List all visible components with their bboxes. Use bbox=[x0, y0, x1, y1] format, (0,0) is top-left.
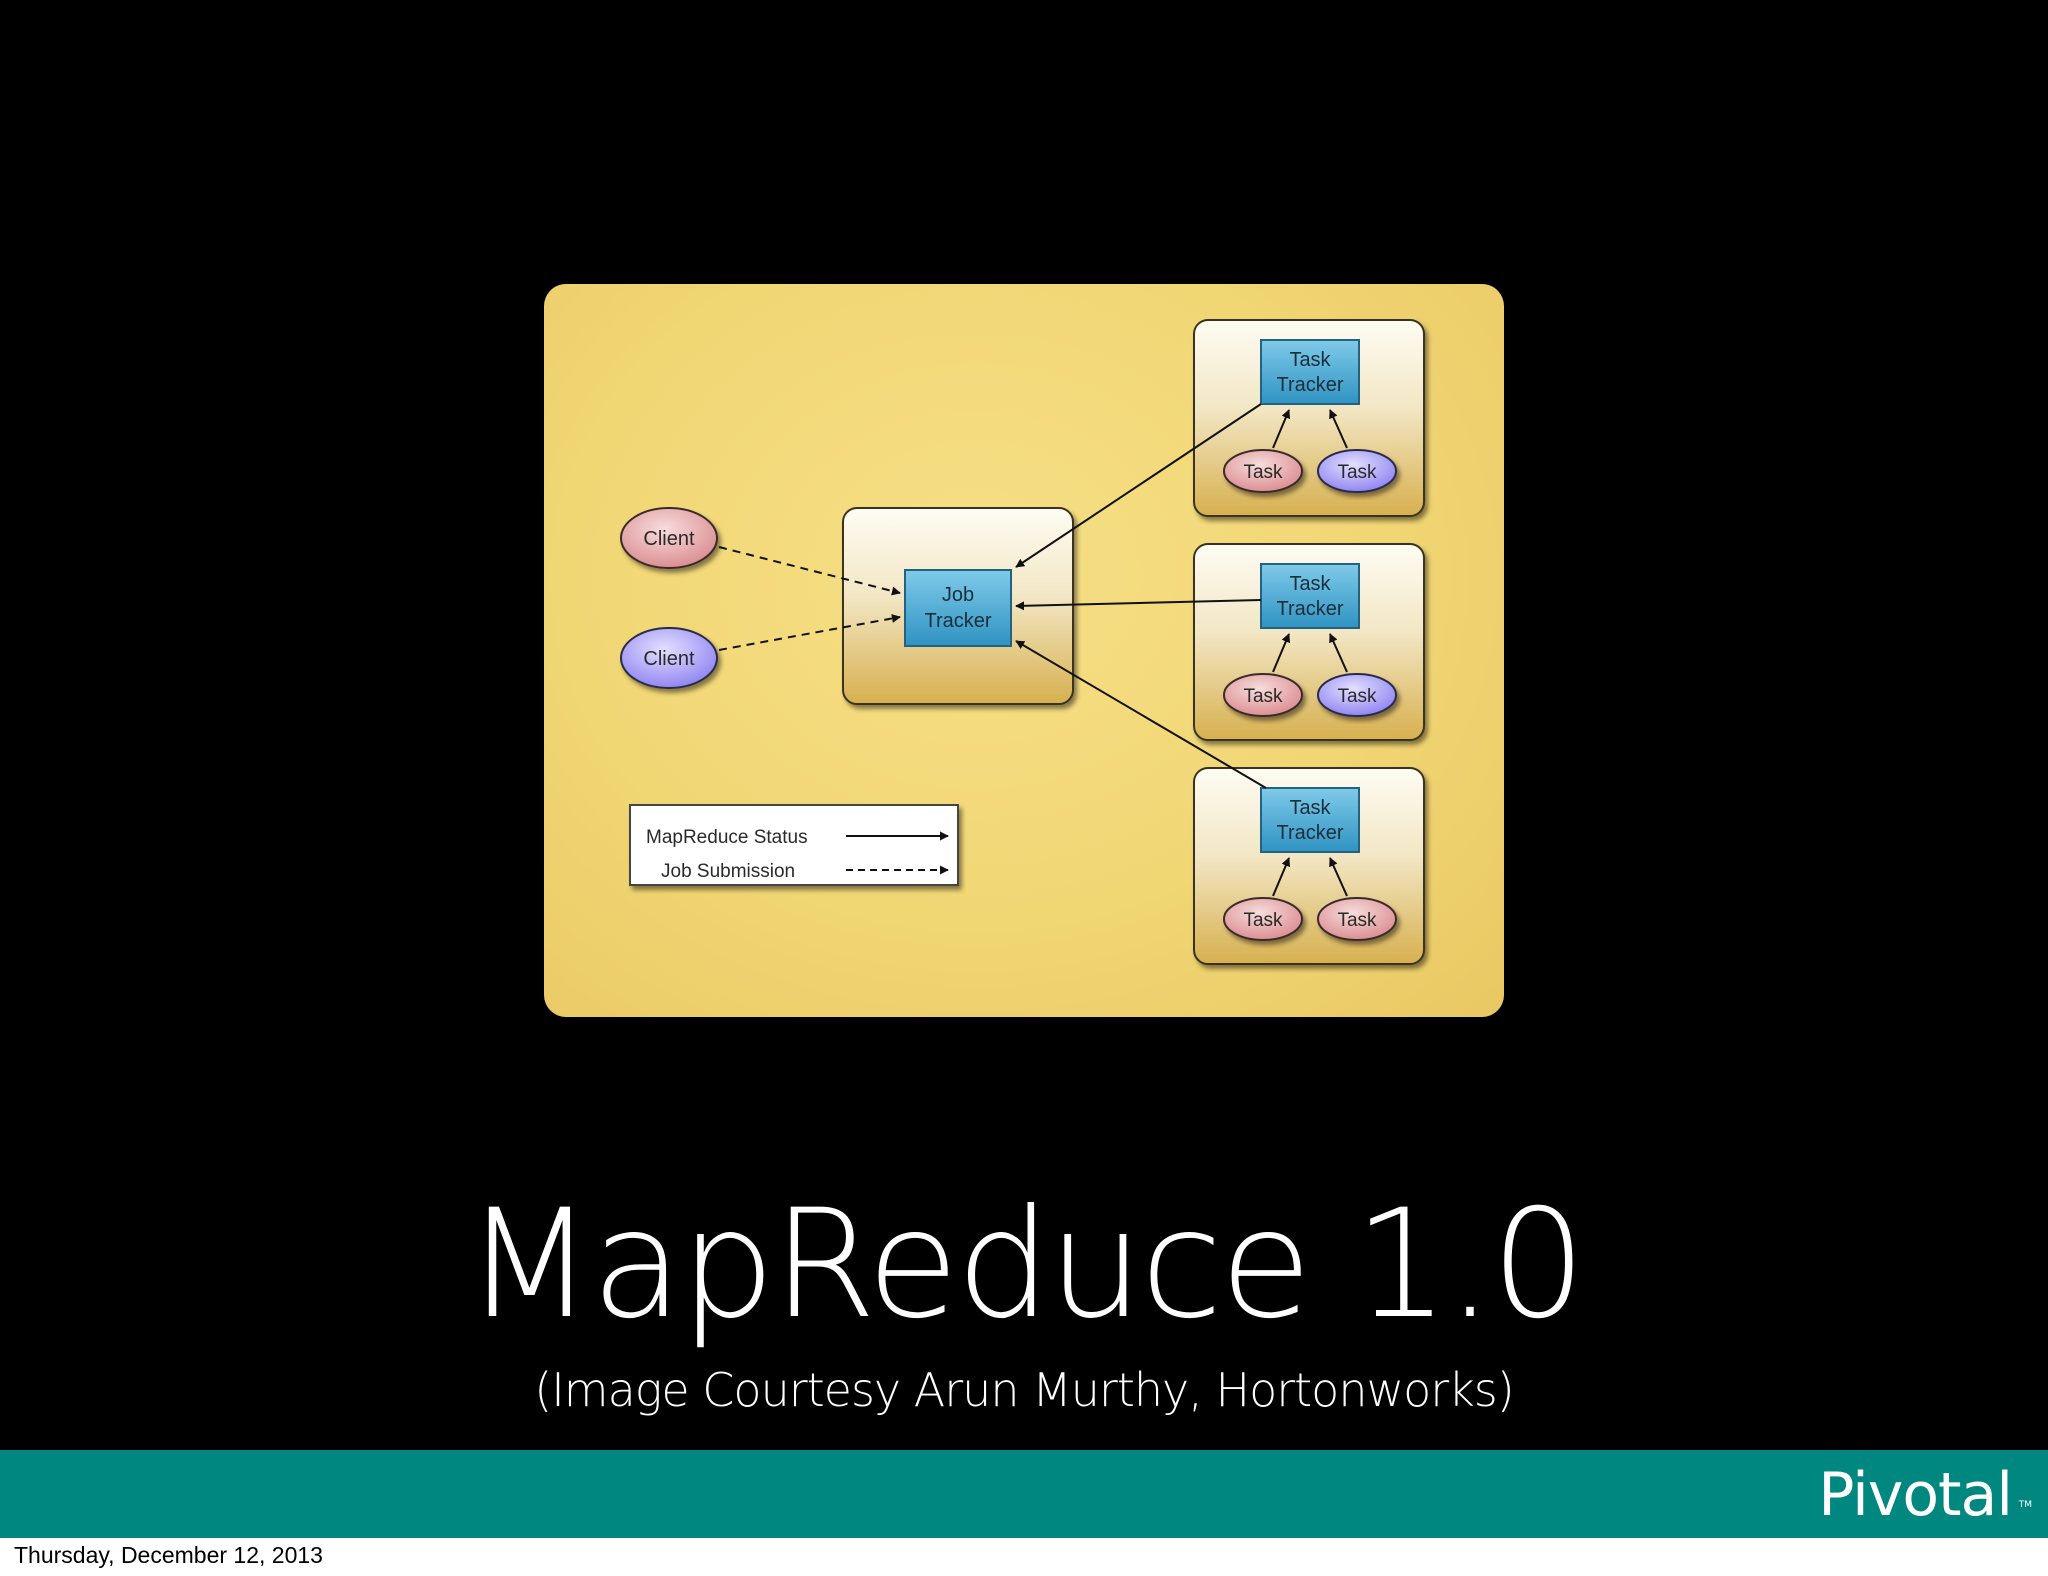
client-2-label: Client bbox=[643, 648, 695, 670]
legend-box bbox=[629, 804, 959, 886]
status-arrow-tracker-1 bbox=[1015, 403, 1262, 568]
task-3a-label: Task bbox=[1243, 910, 1283, 931]
pivotal-logo: Pivotal bbox=[1818, 1460, 2013, 1530]
task-tracker-box-1 bbox=[1260, 339, 1360, 405]
arrow-task-1b-to-tracker bbox=[1329, 409, 1348, 449]
task-tracker-3-label-line2: Tracker bbox=[1276, 822, 1343, 844]
client-1-label: Client bbox=[643, 528, 695, 550]
footer-brand-bar: Pivotal TM bbox=[0, 1450, 2048, 1538]
submission-arrow-client-2 bbox=[718, 614, 901, 651]
status-arrow-tracker-3 bbox=[1015, 640, 1267, 789]
slide-subtitle: (Image Courtesy Arun Murthy, Hortonworks… bbox=[534, 1363, 1514, 1417]
arrow-task-3b-to-tracker bbox=[1329, 857, 1348, 897]
task-1a-label: Task bbox=[1243, 462, 1283, 483]
task-tracker-1-label-line1: Task bbox=[1289, 349, 1331, 371]
task-node-1a bbox=[1223, 449, 1303, 493]
task-node-2b bbox=[1317, 673, 1397, 717]
footer-date: Thursday, December 12, 2013 bbox=[14, 1542, 323, 1568]
task-tracker-3-label-line1: Task bbox=[1289, 797, 1331, 819]
task-node-2a bbox=[1223, 673, 1303, 717]
job-tracker-box bbox=[904, 569, 1012, 647]
slide-title: MapReduce 1.0 bbox=[464, 1178, 1587, 1352]
task-tracker-2-label-line2: Tracker bbox=[1276, 598, 1343, 620]
arrow-task-2b-to-tracker bbox=[1329, 633, 1348, 673]
arrow-task-2a-to-tracker bbox=[1272, 633, 1291, 673]
job-tracker-label-line1: Job bbox=[942, 584, 974, 606]
arrow-task-1a-to-tracker bbox=[1272, 409, 1291, 449]
legend-status-label: MapReduce Status bbox=[646, 827, 808, 848]
trademark-mark: TM bbox=[2018, 1500, 2032, 1510]
client-node-1 bbox=[620, 507, 718, 569]
diagram-canvas: Job Tracker Task Tracker Task Task Task … bbox=[620, 319, 1425, 965]
arrow-task-3a-to-tracker bbox=[1272, 857, 1291, 897]
job-tracker-label-line2: Tracker bbox=[924, 610, 991, 632]
task-tracker-box-2 bbox=[1260, 563, 1360, 629]
submission-arrow-client-1 bbox=[718, 546, 901, 596]
task-node-3a bbox=[1223, 897, 1303, 941]
status-arrow-tracker-2 bbox=[1015, 599, 1262, 611]
slide: Job Tracker Task Tracker Task Task Task … bbox=[0, 0, 2048, 1450]
task-node-1b bbox=[1317, 449, 1397, 493]
task-1b-label: Task bbox=[1337, 462, 1377, 483]
mapreduce-diagram: Job Tracker Task Tracker Task Task Task … bbox=[544, 284, 1504, 1017]
task-tracker-2-label-line1: Task bbox=[1289, 573, 1331, 595]
task-3b-label: Task bbox=[1337, 910, 1377, 931]
client-node-2 bbox=[620, 627, 718, 689]
legend-submission-label: Job Submission bbox=[661, 861, 795, 882]
task-tracker-box-3 bbox=[1260, 787, 1360, 853]
task-node-3b bbox=[1317, 897, 1397, 941]
task-tracker-1-label-line2: Tracker bbox=[1276, 374, 1343, 396]
task-2b-label: Task bbox=[1337, 686, 1377, 707]
task-2a-label: Task bbox=[1243, 686, 1283, 707]
